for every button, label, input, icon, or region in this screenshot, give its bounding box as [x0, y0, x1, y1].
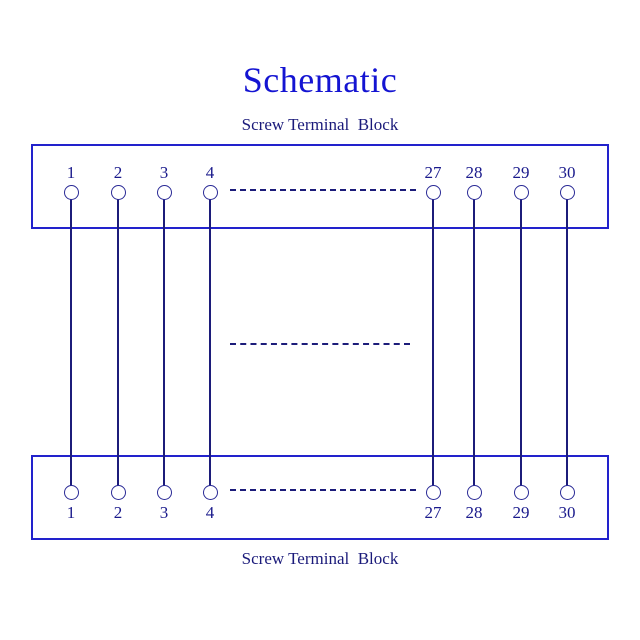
terminal-number: 27	[424, 162, 442, 182]
terminal-number: 29	[512, 502, 530, 522]
bottom-terminal-block-frame	[31, 455, 609, 540]
top-block-ellipsis-dashes	[230, 189, 416, 191]
terminal-number: 4	[205, 502, 215, 522]
terminal-circle[interactable]	[466, 484, 482, 500]
terminal-circle[interactable]	[425, 484, 441, 500]
terminal-wire	[566, 198, 568, 486]
terminal-circle[interactable]	[559, 484, 575, 500]
terminal-circle[interactable]	[63, 184, 79, 200]
terminal-circle[interactable]	[63, 484, 79, 500]
terminal-wire	[432, 198, 434, 486]
terminal-wire	[117, 198, 119, 486]
terminal-number: 27	[424, 502, 442, 522]
top-block-label: Screw Terminal Block	[241, 115, 399, 134]
terminal-number: 4	[205, 162, 215, 182]
terminal-number: 28	[465, 162, 483, 182]
terminal-circle[interactable]	[513, 184, 529, 200]
middle-ellipsis-dashes	[230, 343, 410, 345]
terminal-circle[interactable]	[156, 184, 172, 200]
top-terminal-block-frame	[31, 144, 609, 229]
terminal-circle[interactable]	[156, 484, 172, 500]
bottom-block-ellipsis-dashes	[230, 489, 416, 491]
terminal-circle[interactable]	[513, 484, 529, 500]
terminal-wire	[70, 198, 72, 486]
terminal-number: 3	[159, 502, 169, 522]
bottom-block-label: Screw Terminal Block	[241, 549, 399, 568]
terminal-number: 28	[465, 502, 483, 522]
terminal-number: 30	[558, 162, 576, 182]
terminal-wire	[209, 198, 211, 486]
terminal-wire	[520, 198, 522, 486]
terminal-circle[interactable]	[202, 484, 218, 500]
terminal-circle[interactable]	[466, 184, 482, 200]
terminal-circle[interactable]	[202, 184, 218, 200]
terminal-number: 30	[558, 502, 576, 522]
terminal-wire	[473, 198, 475, 486]
terminal-number: 29	[512, 162, 530, 182]
terminal-circle[interactable]	[425, 184, 441, 200]
terminal-number: 3	[159, 162, 169, 182]
terminal-circle[interactable]	[110, 184, 126, 200]
page-title: Schematic	[242, 60, 398, 100]
terminal-wire	[163, 198, 165, 486]
terminal-number: 2	[113, 162, 123, 182]
terminal-number: 1	[66, 502, 76, 522]
terminal-circle[interactable]	[559, 184, 575, 200]
terminal-number: 2	[113, 502, 123, 522]
terminal-number: 1	[66, 162, 76, 182]
terminal-circle[interactable]	[110, 484, 126, 500]
